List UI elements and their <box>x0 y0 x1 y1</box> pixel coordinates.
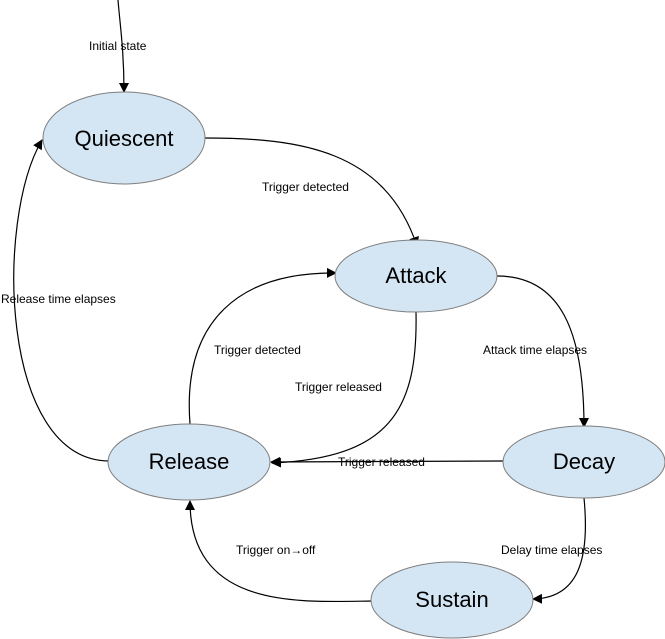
state-release: Release <box>107 423 271 501</box>
state-attack: Attack <box>334 239 498 313</box>
edge-release-to-quiescent <box>13 139 110 462</box>
state-decay-shape <box>502 425 665 499</box>
edge-initial <box>117 0 129 93</box>
label-attack-to-decay: Attack time elapses <box>483 343 587 357</box>
edge-quiescent-to-attack <box>204 137 419 247</box>
label-initial: Initial state <box>89 39 147 53</box>
state-sustain-shape <box>370 561 534 639</box>
edge-decay-to-sustain <box>532 497 587 604</box>
label-decay-to-release: Trigger released <box>338 455 425 469</box>
edge-attack-to-decay <box>496 275 589 428</box>
state-attack-label: Attack <box>385 263 447 288</box>
label-attack-to-release: Trigger released <box>295 380 382 394</box>
state-sustain-label: Sustain <box>415 587 488 612</box>
label-sustain-to-release: Trigger on→off <box>236 543 316 557</box>
state-quiescent-shape <box>42 91 206 185</box>
label-release-to-quiescent: Release time elapses <box>1 292 116 306</box>
state-quiescent: Quiescent <box>42 91 206 185</box>
label-decay-to-sustain: Delay time elapses <box>501 543 602 557</box>
state-attack-shape <box>334 239 498 313</box>
label-quiescent-to-attack: Trigger detected <box>262 180 349 194</box>
state-decay-label: Decay <box>553 449 615 474</box>
state-decay: Decay <box>502 425 665 499</box>
state-release-label: Release <box>149 449 230 474</box>
edge-attack-to-release <box>271 311 417 468</box>
label-release-to-attack: Trigger detected <box>214 343 301 357</box>
edge-release-to-attack <box>188 267 337 425</box>
edge-decay-to-release <box>270 456 504 467</box>
edge-sustain-to-release <box>185 500 373 603</box>
state-sustain: Sustain <box>370 561 534 639</box>
state-release-shape <box>107 423 271 501</box>
state-quiescent-label: Quiescent <box>74 126 173 151</box>
